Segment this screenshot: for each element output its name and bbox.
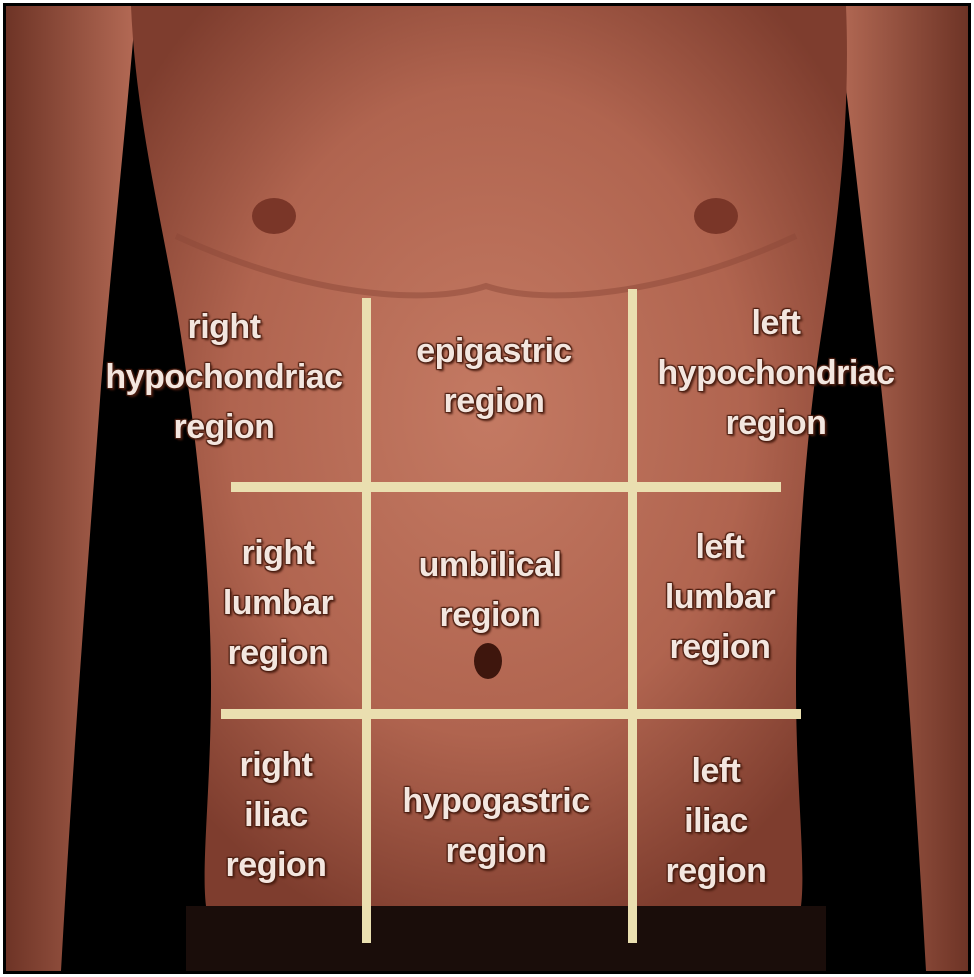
label-epigastric: epigastricregion: [416, 326, 572, 426]
vertical-line-right: [362, 298, 371, 943]
nipple-left: [694, 198, 738, 234]
horizontal-line-upper: [231, 482, 781, 492]
label-hypogastric: hypogastricregion: [402, 776, 589, 876]
label-left-hypochondriac: lefthypochondriacregion: [657, 298, 894, 448]
abdomen-photo: righthypochondriacregion epigastricregio…: [6, 6, 968, 971]
label-right-hypochondriac: righthypochondriacregion: [105, 302, 342, 452]
label-umbilical: umbilicalregion: [419, 540, 562, 640]
nipple-right: [252, 198, 296, 234]
right-arm-shape: [6, 6, 136, 971]
label-right-lumbar: rightlumbarregion: [223, 528, 333, 678]
label-left-lumbar: leftlumbarregion: [665, 522, 775, 672]
left-arm-shape: [836, 6, 968, 971]
vertical-line-left: [628, 289, 637, 943]
navel: [474, 643, 502, 679]
waistband: [186, 906, 826, 971]
horizontal-line-lower: [221, 709, 801, 719]
label-right-iliac: rightiliacregion: [226, 740, 327, 890]
label-left-iliac: leftiliacregion: [666, 746, 767, 896]
